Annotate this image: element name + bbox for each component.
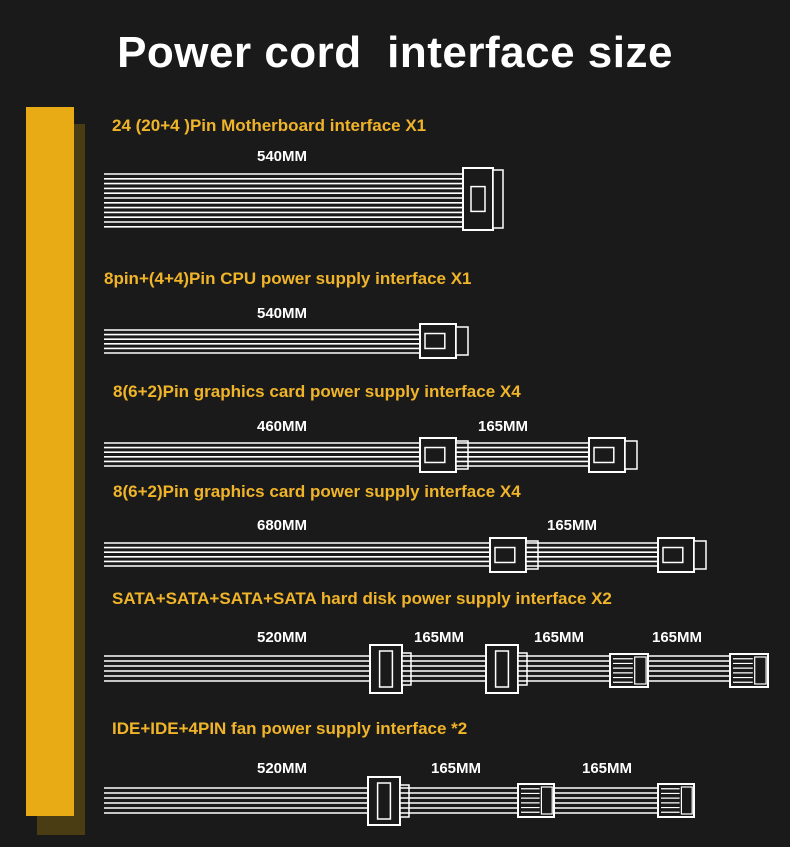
length-label: 165MM [582, 760, 633, 777]
length-label: 165MM [652, 629, 703, 646]
length-label: 520MM [257, 629, 308, 646]
connector-body [378, 650, 394, 688]
connector-latch [424, 332, 446, 350]
section-heading-cpu: 8pin+(4+4)Pin CPU power supply interface… [104, 269, 472, 288]
page-title: Power cord interface size [117, 28, 673, 77]
section-heading-ide: IDE+IDE+4PIN fan power supply interface … [112, 719, 468, 738]
section-heading-motherboard: 24 (20+4 )Pin Motherboard interface X1 [112, 116, 427, 135]
connector-tab [401, 652, 412, 686]
section-heading-gpu-2: 8(6+2)Pin graphics card power supply int… [113, 482, 521, 501]
section-heading-gpu-1: 8(6+2)Pin graphics card power supply int… [113, 382, 521, 401]
connector-pins [693, 540, 707, 570]
connector-body [376, 782, 392, 820]
length-label: 165MM [431, 760, 482, 777]
connector-slot [540, 786, 553, 815]
length-label: 540MM [257, 305, 308, 322]
connector-slot [680, 786, 693, 815]
length-label: 165MM [547, 517, 598, 534]
accent-bar [26, 107, 74, 816]
connector-tab [399, 784, 410, 818]
connector-tab [517, 652, 528, 686]
length-label: 680MM [257, 517, 308, 534]
connector-pins [624, 440, 638, 470]
connector-slot [754, 656, 767, 685]
length-label: 165MM [534, 629, 585, 646]
connector-pins [455, 326, 469, 356]
length-label: 165MM [478, 418, 529, 435]
connector-latch [424, 446, 446, 464]
connector-latch [470, 185, 486, 213]
length-label: 460MM [257, 418, 308, 435]
connector-pins [455, 440, 469, 470]
section-heading-sata: SATA+SATA+SATA+SATA hard disk power supp… [112, 589, 612, 608]
length-label: 165MM [414, 629, 465, 646]
connector-slot [634, 656, 647, 685]
connector-latch [593, 446, 615, 464]
connector-body [494, 650, 510, 688]
connector-latch [494, 546, 516, 564]
connector-pins [525, 540, 539, 570]
connector-pins [492, 169, 504, 229]
connector-latch [662, 546, 684, 564]
length-label: 540MM [257, 148, 308, 165]
length-label: 520MM [257, 760, 308, 777]
